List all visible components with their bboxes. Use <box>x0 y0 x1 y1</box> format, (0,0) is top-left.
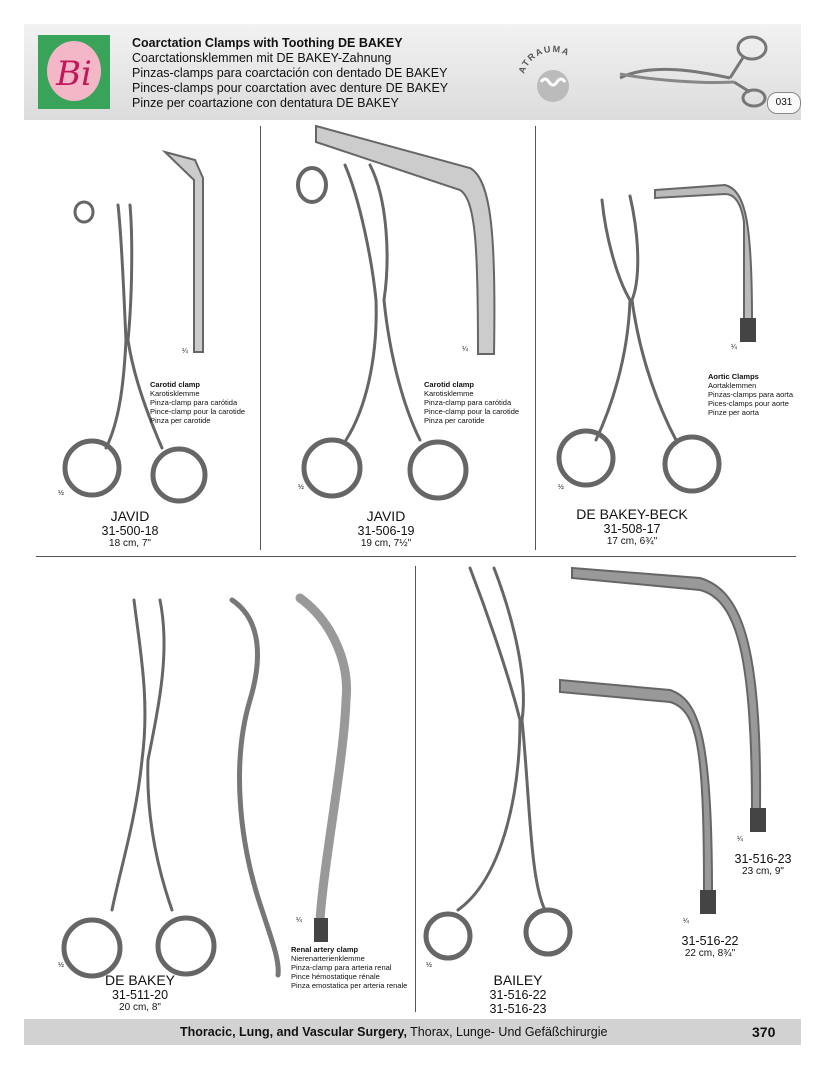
renal-clamp-description: Renal artery clamp Nierenarterienklemme … <box>291 945 408 990</box>
page-title-block: Coarctation Clamps with Toothing DE BAKE… <box>132 36 448 111</box>
header-instrument-image <box>612 32 772 112</box>
footer-section-title: Thoracic, Lung, and Vascular Surgery, Th… <box>180 1025 608 1039</box>
product-label-javid-19: JAVID 31-506-19 19 cm, 7½" <box>357 508 415 549</box>
bailey-clamp-image <box>423 566 766 961</box>
aortic-clamp-description: Aortic Clamps Aortaklemmen Pinzas-clamps… <box>708 372 794 417</box>
de-bakey-beck-clamp-image <box>556 183 756 494</box>
scale-label: ½ <box>426 962 432 969</box>
page-code-badge: 031 <box>767 92 801 114</box>
product-label-31-516-23: 31-516-23 23 cm, 9" <box>734 852 792 877</box>
svg-text:Bi: Bi <box>55 54 92 94</box>
title-german: Coarctationsklemmen mit DE BAKEY-Zahnung <box>132 51 392 65</box>
title-english: Coarctation Clamps with Toothing DE BAKE… <box>132 36 403 50</box>
carotid-clamp-description: Carotid clamp Karotisklemme Pinza-clamp … <box>150 380 246 425</box>
product-label-de-bakey-beck: DE BAKEY-BECK 31-508-17 17 cm, 6¾" <box>576 506 688 547</box>
row-divider <box>36 556 796 557</box>
javid-clamp-image <box>62 150 208 504</box>
page-number: 370 <box>752 1024 776 1040</box>
tip-scale-label: ¼ <box>683 918 689 925</box>
tip-scale-label: ¼ <box>737 836 743 843</box>
title-spanish: Pinzas-clamps para coarctación con denta… <box>132 66 448 80</box>
carotid-clamp-description: Carotid clamp Karotisklemme Pinza-clamp … <box>424 380 520 425</box>
product-label-31-516-22: 31-516-22 22 cm, 8¾" <box>681 934 739 959</box>
scale-label: ½ <box>558 484 564 491</box>
column-divider <box>535 126 536 550</box>
atrauma-badge: ATRAUMA <box>515 44 591 104</box>
title-french: Pinces-clamps pour coarctation avec dent… <box>132 81 449 95</box>
de-bakey-clamp-image <box>61 593 352 979</box>
title-italian: Pinze per coartazione con dentatura DE B… <box>132 96 399 110</box>
javid-clamp-image <box>296 124 496 501</box>
scale-label: ½ <box>58 962 64 969</box>
product-label-javid-18: JAVID 31-500-18 18 cm, 7" <box>101 508 159 549</box>
product-label-bailey: BAILEY 31-516-22 31-516-23 <box>489 972 547 1016</box>
scale-label: ½ <box>58 490 64 497</box>
scale-label: ½ <box>298 484 304 491</box>
tip-scale-label: ¼ <box>182 348 188 355</box>
column-divider <box>415 566 416 1012</box>
tip-scale-label: ¼ <box>462 346 468 353</box>
tip-scale-label: ¼ <box>296 917 302 924</box>
footer-band <box>24 1019 801 1045</box>
column-divider <box>260 126 261 550</box>
company-logo: Bi <box>38 35 110 109</box>
header-band <box>24 24 801 120</box>
tip-scale-label: ¼ <box>731 344 737 351</box>
product-label-de-bakey: DE BAKEY 31-511-20 20 cm, 8" <box>104 972 176 1013</box>
